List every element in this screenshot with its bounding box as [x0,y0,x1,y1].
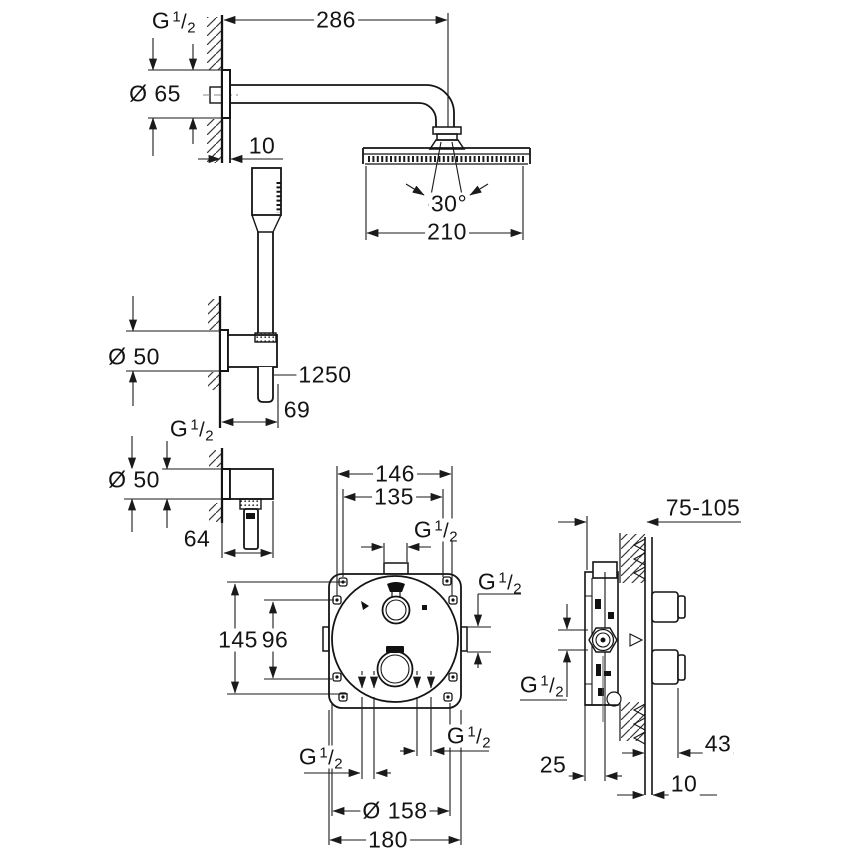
dim-box-width: 180 [366,826,410,853]
dim-spray-angle: 30° [428,190,470,217]
dim-elbow-flange-diameter: Ø 50 [106,466,162,493]
mounting-screws [332,576,458,702]
thermostat-side-dimensions [520,516,741,800]
wall-elbow-assembly [209,448,274,550]
dim-arm-flange-diameter: Ø 65 [127,80,183,107]
hand-shower-dimensions [126,296,301,428]
dim-tile-thickness: 10 [668,770,700,797]
dim-holder-diameter: Ø 50 [106,343,162,370]
dim-arm-length: 286 [314,6,358,33]
dim-hose-length: 1250 [296,361,354,388]
head-shower-assembly [203,15,531,165]
wall-surface-marks [629,538,646,745]
dim-install-depth-range: 75-105 [663,494,743,521]
dim-port-span-outer: 146 [373,460,417,487]
dim-screw-span-outer: 145 [216,626,260,653]
dim-wall-plate-offset: 10 [246,132,278,159]
thermostat-side-view [584,533,686,795]
hand-shower-assembly [208,167,282,428]
valve-internals [595,599,614,696]
dim-trim-diameter: Ø 158 [360,797,430,824]
dim-elbow-projection: 64 [181,525,213,552]
wall-elbow-dimensions [124,436,274,558]
dim-holder-offset: 69 [281,396,313,423]
dim-port-span-inner: 135 [372,483,416,510]
dim-head-width: 210 [425,218,469,245]
head-shower-dimensions [148,13,524,240]
thermostat-front-view [322,562,468,709]
dim-screw-span-inner: 96 [259,626,291,653]
dim-handle-projection: 43 [702,730,734,757]
dim-depth-adjust: 25 [537,751,569,778]
